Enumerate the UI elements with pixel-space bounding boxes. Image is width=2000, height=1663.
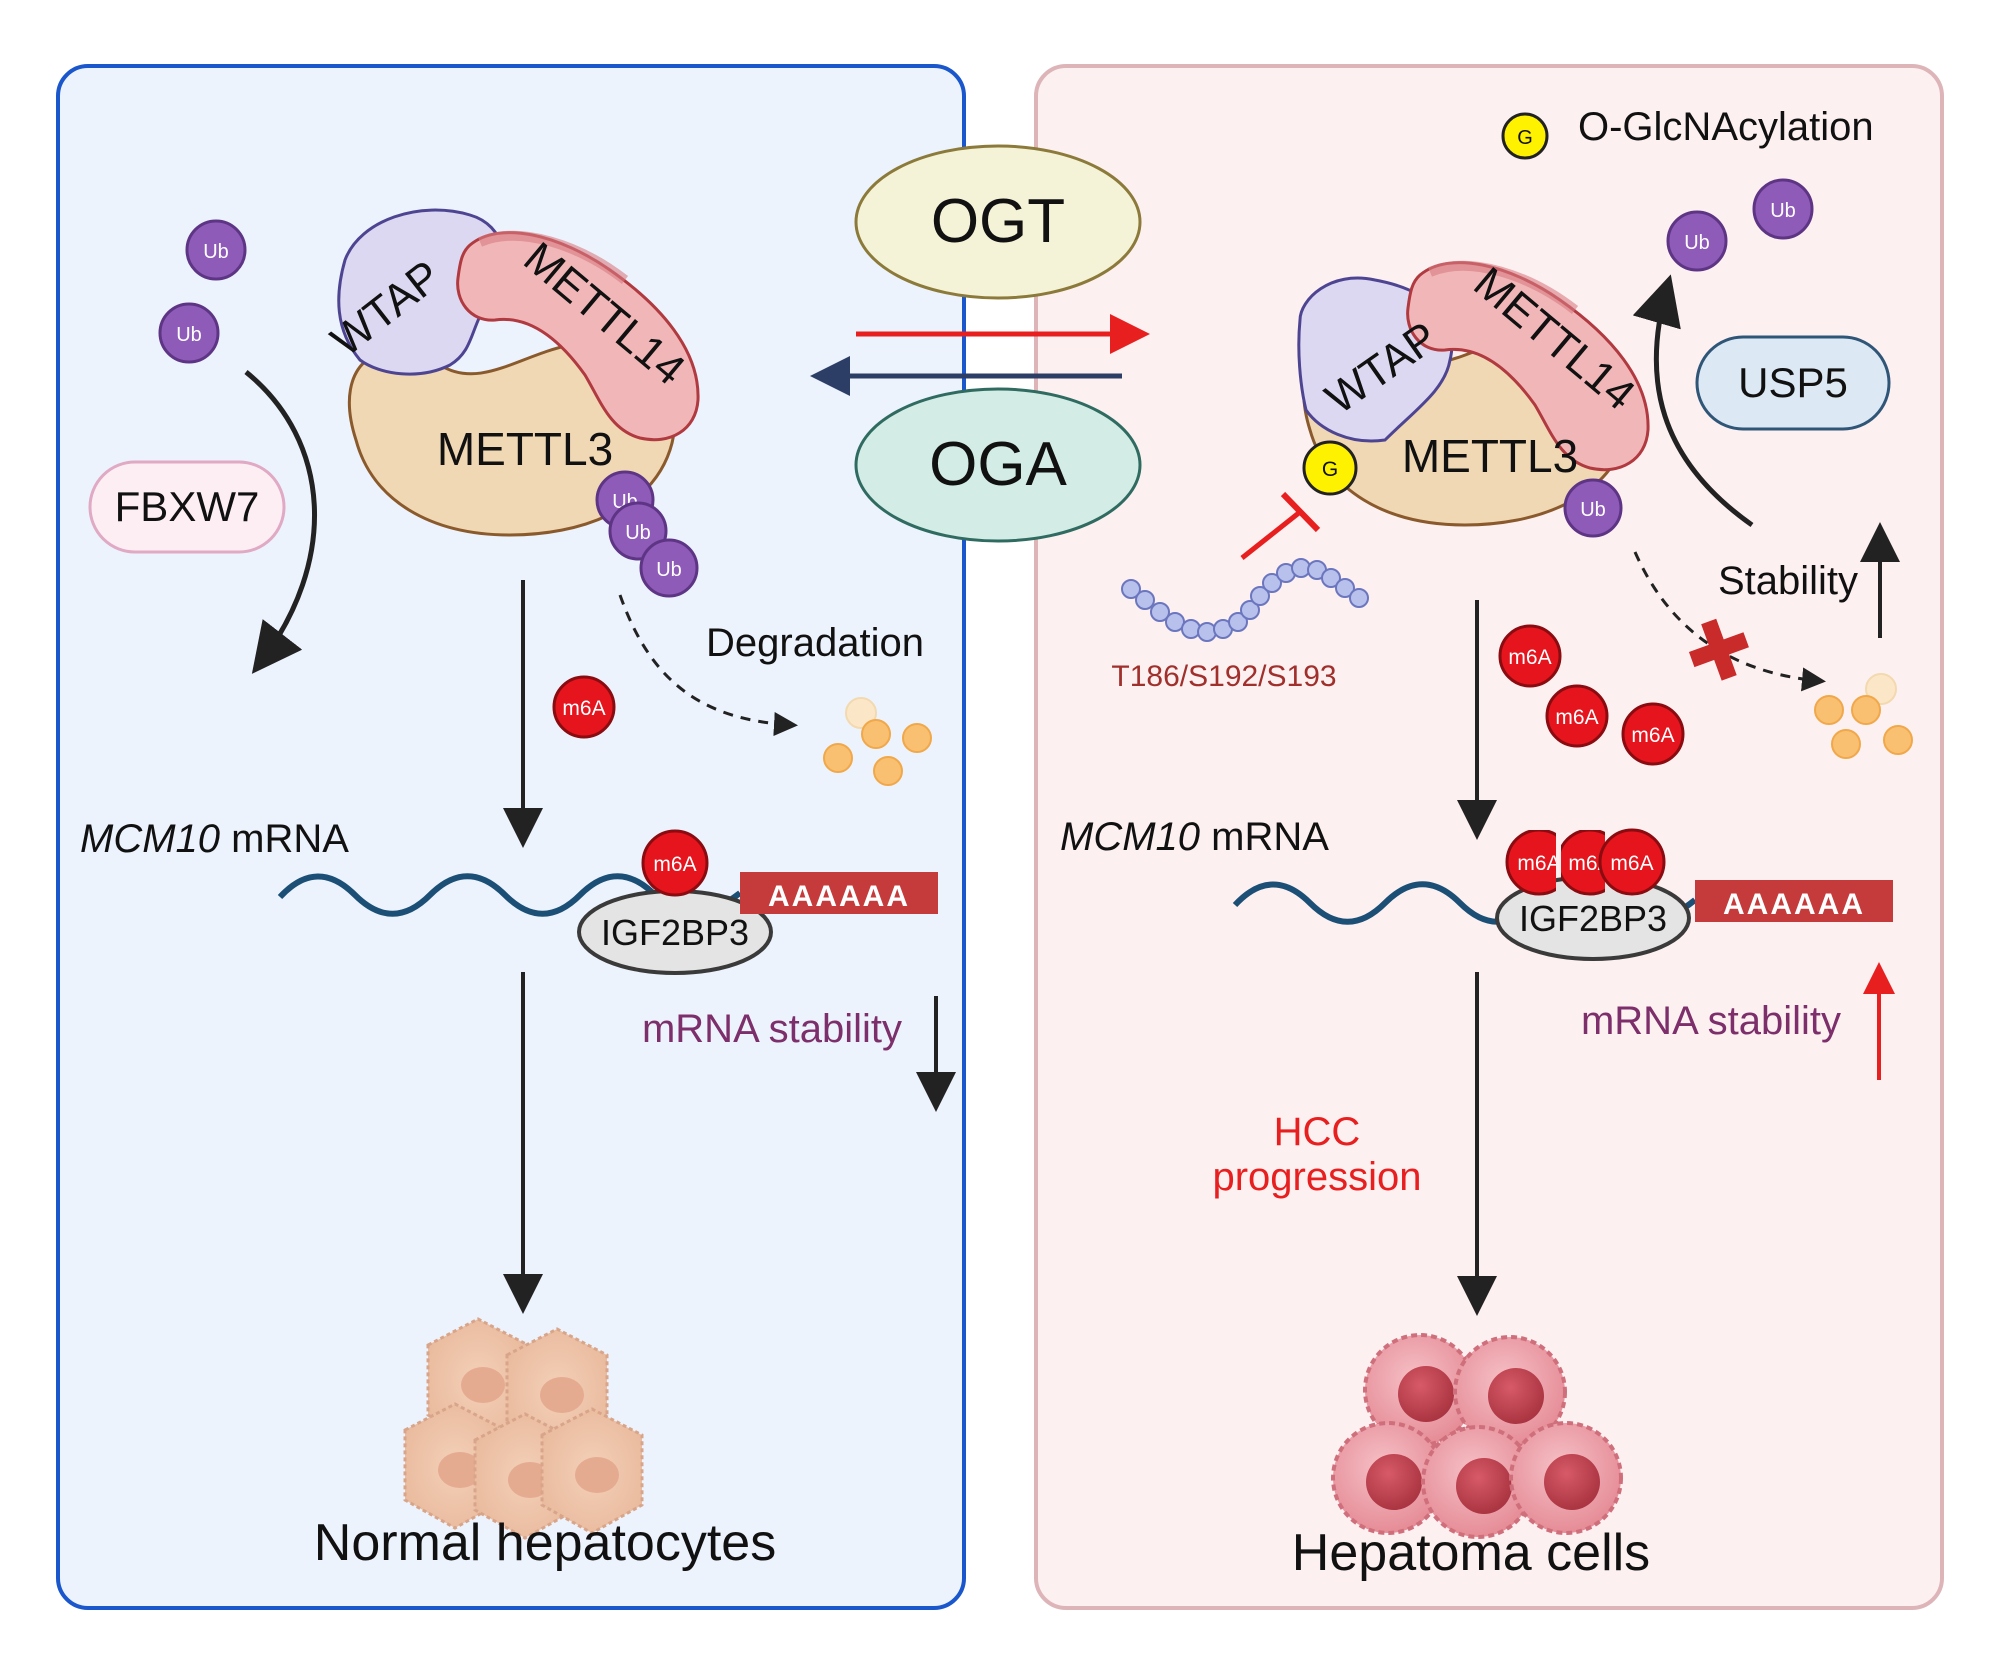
hcc-progression-label: HCC	[1274, 1110, 1361, 1154]
ub-label: Ub	[656, 559, 682, 581]
m6a-label: m6A	[1631, 724, 1674, 747]
ub-badge: Ub	[1563, 478, 1623, 538]
m6a-label: m6A	[1568, 852, 1611, 875]
igf2bp3-reader: IGF2BP3	[1495, 875, 1691, 961]
mrna-label: MCM10 mRNA	[1060, 815, 1329, 859]
m6a-badge: m6A	[1505, 830, 1560, 896]
ub-badge: Ub	[1666, 210, 1728, 272]
m6a-badge: m6A	[641, 829, 709, 897]
m6a-badge: m6A	[1598, 828, 1666, 896]
hcc-progression-label: progression	[1212, 1155, 1421, 1199]
peptide-chain	[1121, 558, 1369, 642]
usp5-dub: USP5	[1695, 335, 1891, 431]
m6a-badge: m6A	[1561, 830, 1611, 896]
ub-label: Ub	[203, 241, 229, 263]
o-glcnac-site: G	[1302, 440, 1358, 496]
g-symbol: G	[1322, 458, 1338, 481]
m6a-label: m6A	[562, 697, 605, 720]
m6a-badge: m6A	[1498, 624, 1562, 688]
m6a-label: m6A	[1610, 852, 1653, 875]
g-symbol: G	[1517, 127, 1533, 149]
polya-label: AAAAAA	[1723, 888, 1865, 921]
mettl3-label: METTL3	[1402, 430, 1578, 482]
igf2bp3-label: IGF2BP3	[601, 912, 749, 953]
ub-label: Ub	[1770, 200, 1796, 222]
polya-tail: AAAAAA	[740, 872, 938, 914]
ub-badge: Ub	[185, 219, 247, 281]
deubiquitination-curve-arrow	[1632, 274, 1754, 528]
mrna-stability-label: mRNA stability	[1581, 999, 1841, 1043]
degradation-dashed-arrow	[618, 594, 798, 736]
m6a-label: m6A	[653, 853, 696, 876]
m6a-badge: m6A	[552, 675, 616, 739]
polya-label: AAAAAA	[768, 880, 910, 913]
ub-badge: Ub	[1752, 178, 1814, 240]
polya-tail: AAAAAA	[1695, 880, 1893, 922]
ogt-enzyme: OGT	[854, 144, 1142, 300]
normal-hepatocytes	[403, 1317, 644, 1540]
oga-label: OGA	[929, 430, 1067, 499]
legend-label: O-GlcNAcylation	[1578, 105, 1874, 149]
ub-label: Ub	[625, 522, 651, 544]
wtap-subunit	[337, 208, 506, 376]
ogt-label: OGT	[931, 187, 1065, 256]
legend-o-glcnacylation: G O-GlcNAcylation	[1501, 105, 1874, 160]
m6a-badge: m6A	[1545, 684, 1609, 748]
m6a-badge: m6A	[1621, 702, 1685, 766]
oga-enzyme: OGA	[854, 387, 1142, 543]
blocked-degradation-dashed-arrow	[1633, 551, 1826, 692]
degraded-fragments	[823, 697, 932, 786]
intact-fragments	[1814, 673, 1913, 759]
ub-badge: Ub	[639, 538, 699, 598]
normal-hepatocytes-label: Normal hepatocytes	[314, 1514, 776, 1572]
hepatoma-cells	[1331, 1333, 1623, 1539]
degradation-label: Degradation	[706, 621, 924, 665]
ub-badge: Ub	[158, 302, 220, 364]
m6a-cluster: m6A m6A m6A	[1505, 828, 1666, 896]
m6a-label: m6A	[1517, 852, 1560, 875]
mrna-label: MCM10 mRNA	[80, 817, 349, 861]
modification-sites-label: T186/S192/S193	[1111, 660, 1336, 693]
ub-label: Ub	[1684, 232, 1710, 254]
ub-label: Ub	[176, 324, 202, 346]
mettl-complex-right: WTAP METTL14 METTL3	[1297, 258, 1650, 527]
mrna-stability-label: mRNA stability	[642, 1007, 902, 1051]
m6a-label: m6A	[1555, 706, 1598, 729]
usp5-label: USP5	[1738, 359, 1848, 406]
inhibition-line	[1240, 491, 1321, 560]
hepatoma-cells-label: Hepatoma cells	[1292, 1524, 1650, 1582]
fbxw7-label: FBXW7	[115, 483, 260, 530]
stability-label: Stability	[1718, 559, 1858, 603]
m6a-label: m6A	[1508, 646, 1551, 669]
block-cross-icon	[1688, 618, 1749, 681]
ub-label: Ub	[1580, 499, 1606, 521]
fbxw7-ligase: FBXW7	[88, 460, 286, 554]
ubiquitination-curve-arrow	[244, 370, 317, 674]
igf2bp3-label: IGF2BP3	[1519, 898, 1667, 939]
mettl3-label: METTL3	[437, 423, 613, 475]
